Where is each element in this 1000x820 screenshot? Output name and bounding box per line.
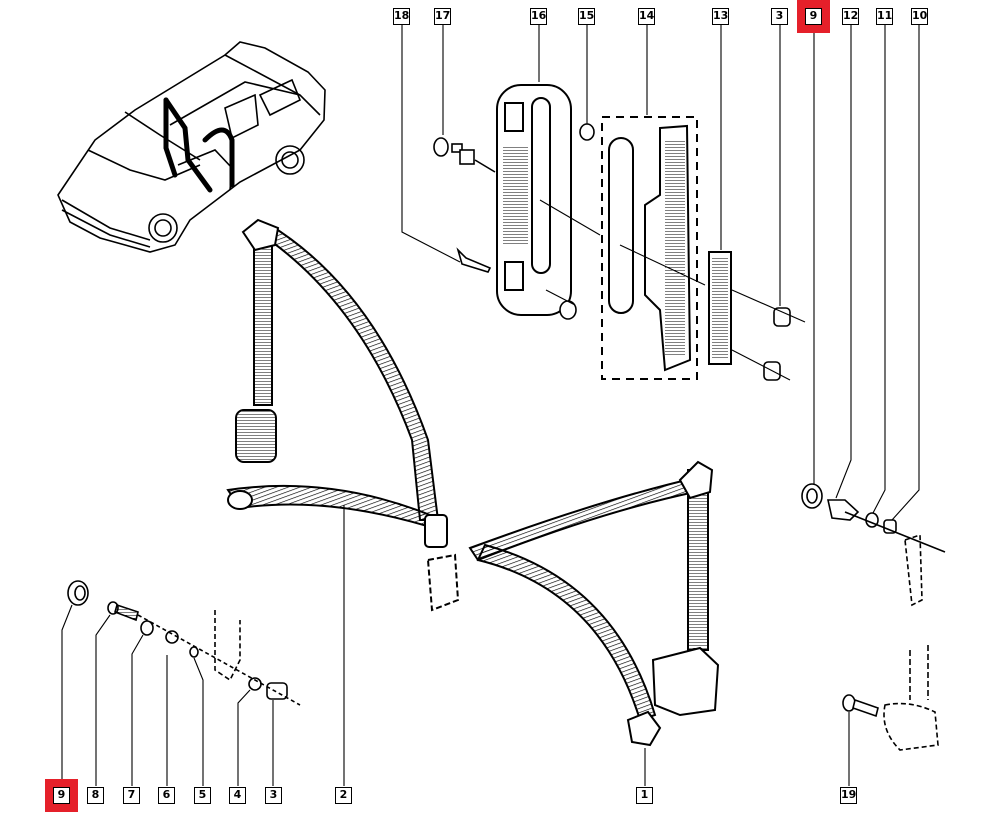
part-label-11[interactable]: 11 [876,8,893,25]
spacer-part-3-top [763,307,791,381]
part-label-12[interactable]: 12 [842,8,859,25]
hardware-right-top [801,483,946,607]
part-label-15[interactable]: 15 [578,8,595,25]
part-label-9-top-highlighted[interactable]: 9 [797,0,830,33]
seat-belt-left-part-2 [226,218,460,612]
screw-part-18 [456,247,492,273]
part-label-16[interactable]: 16 [530,8,547,25]
part-label-6[interactable]: 6 [158,787,175,804]
part-label-5[interactable]: 5 [194,787,211,804]
fastener-part-17 [433,137,496,173]
hardware-left-bottom [67,580,301,706]
part-label-1[interactable]: 1 [636,787,653,804]
trim-cover-part-16 [496,84,572,316]
part-label-14[interactable]: 14 [638,8,655,25]
vehicle-belt-highlight [163,97,235,193]
bracket-part-13 [708,251,732,365]
assembly-axis-lines [539,199,806,381]
part-label-17[interactable]: 17 [434,8,451,25]
part-label-4[interactable]: 4 [229,787,246,804]
part-label-7[interactable]: 7 [123,787,140,804]
part-label-10[interactable]: 10 [911,8,928,25]
adjuster-slide-part-14 [608,124,692,372]
part-label-19[interactable]: 19 [840,787,857,804]
part-label-3-bottom[interactable]: 3 [265,787,282,804]
part-label-2[interactable]: 2 [335,787,352,804]
part-label-13[interactable]: 13 [712,8,729,25]
clip-part-15 [559,123,595,320]
seat-belt-right-part-1 [468,460,720,747]
part-label-3-top[interactable]: 3 [771,8,788,25]
leader-lines [61,24,920,786]
part-label-9-bottom-highlighted[interactable]: 9 [45,779,78,812]
hardware-right-bottom [842,645,939,751]
vehicle-illustration [57,41,326,253]
kit-boundary-part-14 [601,116,698,380]
part-label-8[interactable]: 8 [87,787,104,804]
part-label-18[interactable]: 18 [393,8,410,25]
